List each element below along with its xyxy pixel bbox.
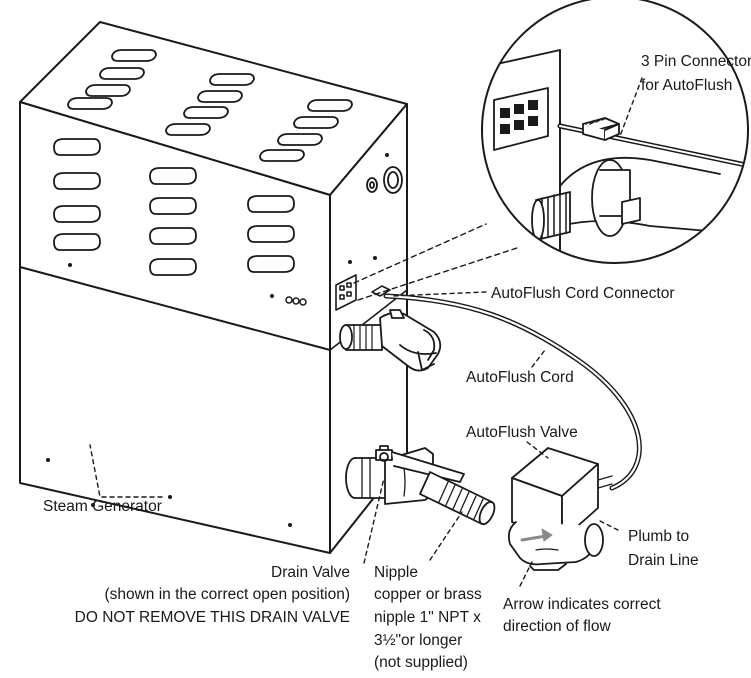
side-fittings: [366, 166, 403, 194]
flow-direction-arrow-icon: [520, 528, 553, 542]
autoflush-port: [335, 274, 357, 311]
cabinet-rivets: [46, 153, 389, 527]
drain-valve-label-1: Drain Valve: [271, 564, 350, 581]
detail-callout-lines: [353, 223, 521, 301]
steam-generator-label: Steam Generator: [43, 498, 162, 515]
cord-connector-label: AutoFlush Cord Connector: [491, 285, 675, 302]
arrow-label-1: Arrow indicates correct: [503, 596, 661, 613]
leader-lines: [89, 77, 643, 587]
steam-outlet-fitting: [339, 309, 442, 372]
nipple-label-3: nipple 1" NPT x: [374, 609, 481, 626]
arrow-label-2: direction of flow: [503, 618, 611, 635]
drain-valve-label-3: DO NOT REMOVE THIS DRAIN VALVE: [75, 609, 350, 626]
small-status-dots: [285, 296, 307, 306]
nipple-pipe: [419, 471, 496, 526]
front-vent-slots: [53, 138, 295, 276]
valve-label: AutoFlush Valve: [466, 424, 578, 441]
plumb-label-1: Plumb to: [628, 528, 689, 545]
plumb-label-2: Drain Line: [628, 552, 699, 569]
top-vent-slots: [67, 49, 353, 162]
nipple-label-4: 3½"or longer: [374, 632, 462, 649]
cord-label: AutoFlush Cord: [466, 369, 574, 386]
autoflush-valve: [507, 447, 613, 571]
nipple-label-2: copper or brass: [374, 586, 482, 603]
nipple-label-5: (not supplied): [374, 654, 468, 671]
pin-connector-label-2: for AutoFlush: [641, 77, 732, 94]
pin-connector-label-1: 3 Pin Connector: [641, 53, 751, 70]
nipple-label-1: Nipple: [374, 564, 418, 581]
magnifier-detail-circle-icon: [481, 0, 749, 264]
steam-generator-cabinet: [19, 21, 408, 554]
drain-valve-label-2: (shown in the correct open position): [104, 586, 350, 603]
